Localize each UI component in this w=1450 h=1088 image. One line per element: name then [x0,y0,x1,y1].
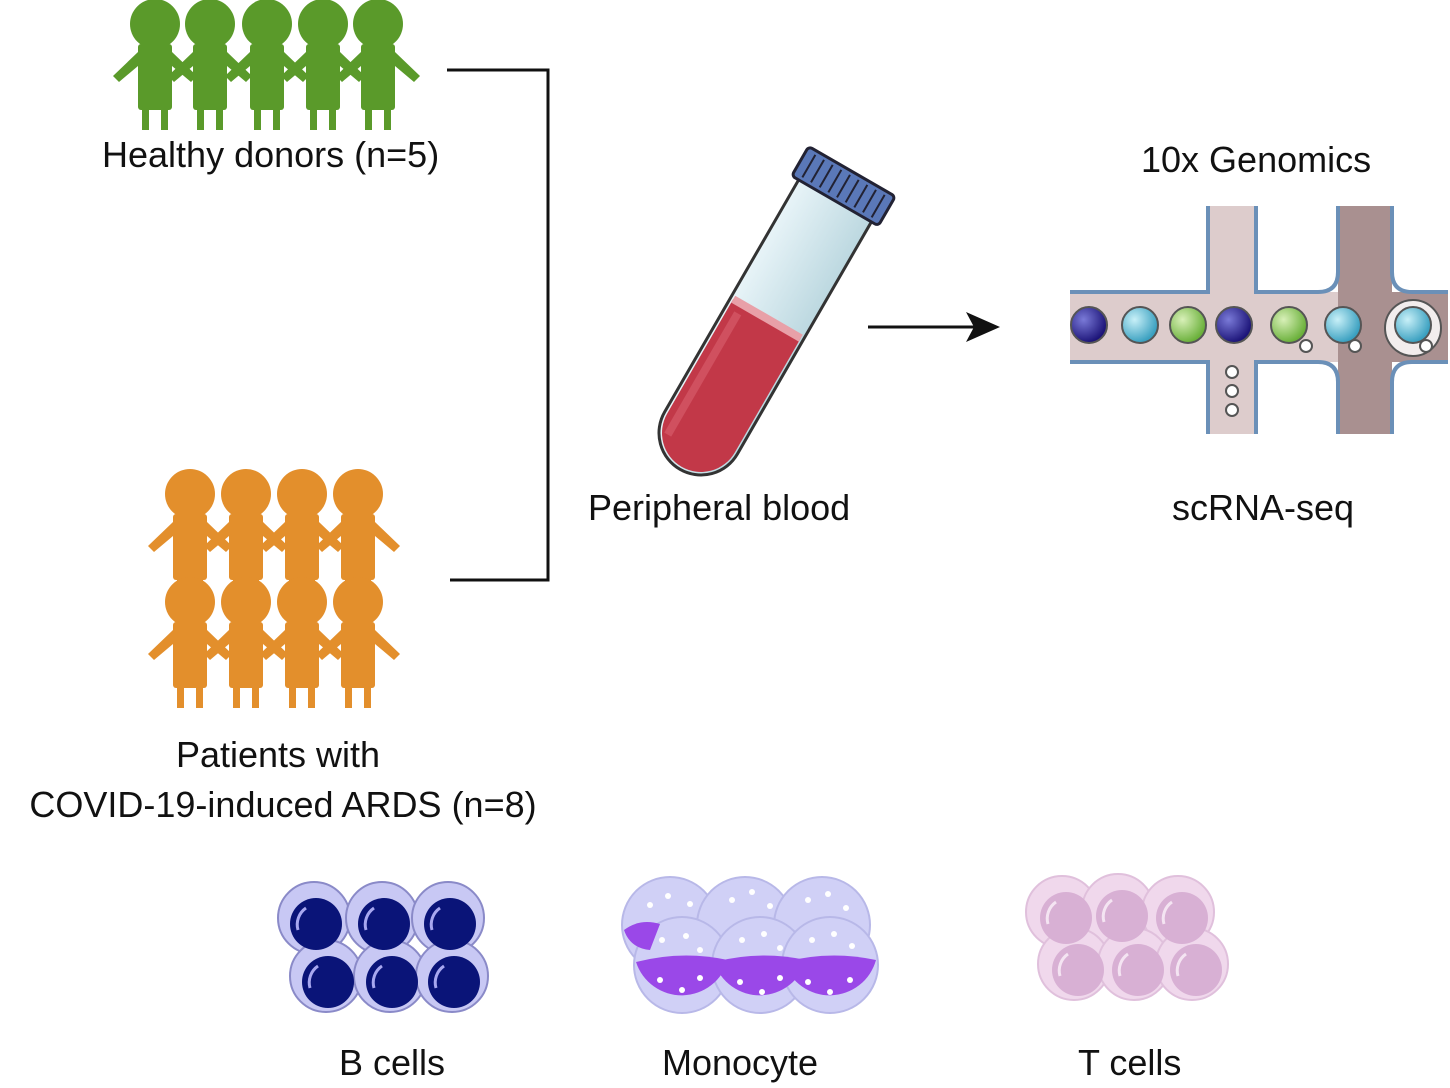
healthy-donors-label: Healthy donors (n=5) [102,134,440,175]
monocyte-label: Monocyte [662,1042,819,1083]
healthy-donor-icons [113,0,420,130]
bead-row [1070,299,1442,417]
group-bracket [447,68,550,582]
monocyte-icon [621,876,879,1014]
person-icon [336,0,420,130]
b-cells-label: B cells [339,1042,446,1083]
microfluidic-chip-icon [1070,206,1448,434]
process-arrow [868,312,1000,342]
platform-title: 10x Genomics [1141,139,1372,180]
b-cells-icon [277,881,489,1013]
patients-label-line1: Patients with [175,734,381,775]
patient-icons [148,469,400,708]
patients-label-line2: COVID-19-induced ARDS (n=8) [29,784,537,825]
blood-tube-icon [657,146,896,477]
t-cells-icon [1025,873,1229,1001]
method-label: scRNA-seq [1172,487,1355,528]
person-icon [316,577,400,708]
t-cells-label: T cells [1078,1042,1182,1083]
peripheral-blood-label: Peripheral blood [588,487,851,528]
